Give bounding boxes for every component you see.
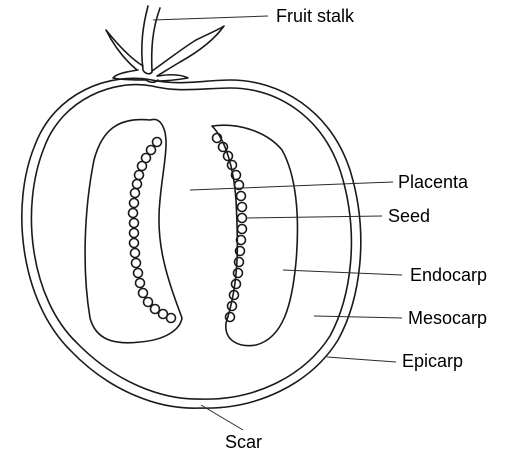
- seed: [238, 225, 247, 234]
- seed: [138, 162, 147, 171]
- seed: [130, 229, 139, 238]
- epicarp-inner-line: [31, 85, 351, 400]
- seed: [130, 239, 139, 248]
- label-fruit-stalk: Fruit stalk: [276, 6, 355, 26]
- seed: [238, 214, 247, 223]
- seed: [129, 209, 138, 218]
- leader-epicarp: [327, 357, 396, 362]
- epicarp-outer-line: [22, 78, 361, 408]
- label-endocarp: Endocarp: [410, 265, 487, 285]
- seed: [237, 192, 246, 201]
- seed: [132, 259, 141, 268]
- label-epicarp: Epicarp: [402, 351, 463, 371]
- leader-endocarp: [283, 270, 402, 275]
- fruit-stalk: [106, 6, 224, 82]
- seed: [131, 189, 140, 198]
- seed: [136, 279, 145, 288]
- seed: [238, 203, 247, 212]
- locule-left: [85, 119, 182, 342]
- leader-mesocarp: [314, 316, 402, 318]
- label-scar: Scar: [225, 432, 262, 452]
- leader-placenta: [190, 182, 393, 190]
- seed: [235, 258, 244, 267]
- seed: [130, 219, 139, 228]
- label-mesocarp: Mesocarp: [408, 308, 487, 328]
- seeds-right: [213, 134, 247, 322]
- seed: [139, 289, 148, 298]
- seed: [153, 138, 162, 147]
- label-seed: Seed: [388, 206, 430, 226]
- seed: [131, 249, 140, 258]
- seeds-left: [129, 138, 176, 323]
- seed: [133, 180, 142, 189]
- seed: [135, 171, 144, 180]
- seed: [144, 298, 153, 307]
- seed: [130, 199, 139, 208]
- leader-seed: [246, 216, 382, 218]
- leader-scar: [201, 405, 243, 430]
- seed: [167, 314, 176, 323]
- leader-fruit-stalk: [153, 16, 268, 20]
- seed: [134, 269, 143, 278]
- label-placenta: Placenta: [398, 172, 469, 192]
- seed: [234, 269, 243, 278]
- seed: [226, 313, 235, 322]
